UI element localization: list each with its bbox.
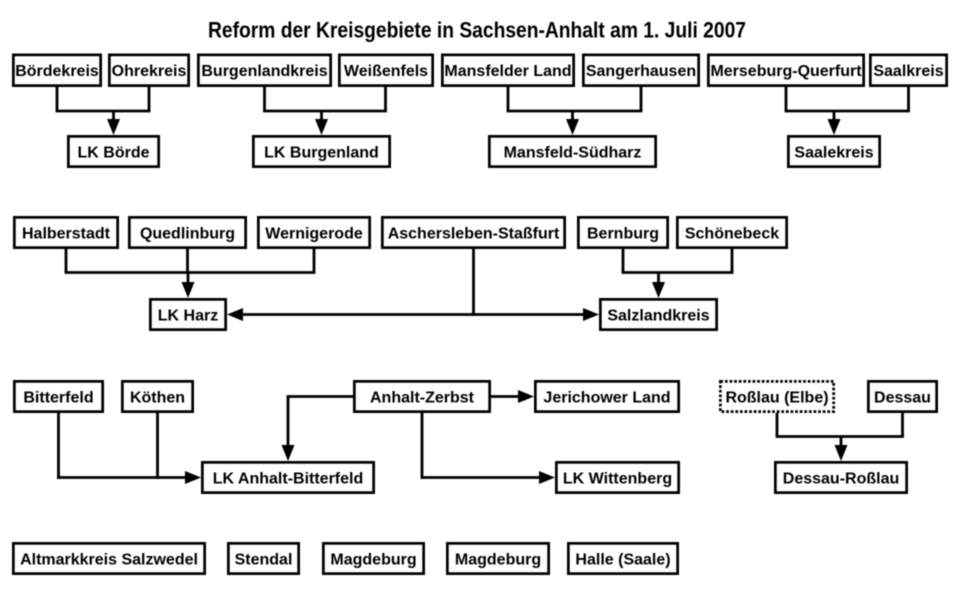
svg-text:Anhalt-Zerbst: Anhalt-Zerbst [370,389,475,406]
svg-text:Bernburg: Bernburg [587,225,659,242]
svg-text:Magdeburg: Magdeburg [455,551,541,568]
svg-text:LK Harz: LK Harz [158,307,218,324]
svg-text:Mansfelder Land: Mansfelder Land [444,63,571,80]
svg-text:Köthen: Köthen [130,389,185,406]
svg-text:Magdeburg: Magdeburg [330,551,416,568]
svg-text:Dessau-Roßlau: Dessau-Roßlau [783,470,899,487]
svg-text:Saalkreis: Saalkreis [873,63,943,80]
svg-text:Jerichower Land: Jerichower Land [543,389,670,406]
svg-text:Schönebeck: Schönebeck [685,225,779,242]
svg-text:Reform der Kreisgebiete in Sac: Reform der Kreisgebiete in Sachsen-Anhal… [208,18,746,43]
svg-text:LK Anhalt-Bitterfeld: LK Anhalt-Bitterfeld [213,470,364,487]
svg-text:Weißenfels: Weißenfels [344,63,428,80]
svg-text:Bitterfeld: Bitterfeld [23,389,93,406]
svg-text:Mansfeld-Südharz: Mansfeld-Südharz [504,144,642,161]
svg-text:Saalekreis: Saalekreis [794,144,873,161]
svg-text:Merseburg-Querfurt: Merseburg-Querfurt [710,63,862,80]
svg-text:Roßlau (Elbe): Roßlau (Elbe) [725,389,828,406]
svg-text:LK Burgenland: LK Burgenland [264,144,379,161]
svg-text:Salzlandkreis: Salzlandkreis [607,307,709,324]
svg-text:Burgenlandkreis: Burgenlandkreis [201,63,327,80]
svg-text:Halberstadt: Halberstadt [22,225,111,242]
svg-text:Wernigerode: Wernigerode [265,225,363,242]
svg-text:Bördekreis: Bördekreis [15,63,99,80]
svg-text:Dessau: Dessau [874,389,931,406]
svg-text:Altmarkkreis Salzwedel: Altmarkkreis Salzwedel [20,551,198,568]
svg-text:Halle (Saale): Halle (Saale) [575,551,670,568]
svg-text:LK Wittenberg: LK Wittenberg [563,470,672,487]
svg-text:Ohrekreis: Ohrekreis [112,63,187,80]
svg-text:Aschersleben-Staßfurt: Aschersleben-Staßfurt [388,225,560,242]
svg-text:Quedlinburg: Quedlinburg [140,225,235,242]
svg-text:Sangerhausen: Sangerhausen [586,63,696,80]
svg-text:Stendal: Stendal [235,551,293,568]
svg-text:LK Börde: LK Börde [78,144,150,161]
